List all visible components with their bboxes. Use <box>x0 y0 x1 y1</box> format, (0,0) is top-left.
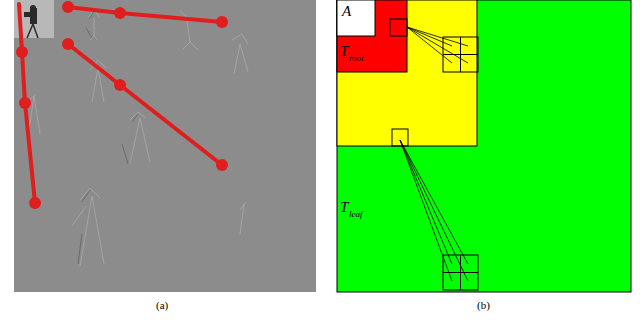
approx-region <box>337 0 375 36</box>
leaf-subscript: leaf <box>349 210 363 219</box>
root-label: T <box>340 44 348 59</box>
red-dots <box>16 1 228 209</box>
red-trees <box>19 4 222 203</box>
wavelet-image <box>14 0 316 292</box>
panel-label: (a) <box>156 300 168 311</box>
leaf-region <box>337 0 631 292</box>
root-subscript: root <box>349 54 364 63</box>
approx-label: A <box>342 4 351 19</box>
child-lines <box>400 27 468 281</box>
dark-edges <box>78 11 138 264</box>
middle-region <box>337 0 477 146</box>
faint-edges <box>28 10 248 266</box>
panel-label: (b) <box>477 300 490 311</box>
root-region <box>337 0 407 72</box>
cameraman-thumb <box>24 5 38 38</box>
coefficient-squares <box>390 19 478 290</box>
leaf-label: T <box>340 200 348 215</box>
